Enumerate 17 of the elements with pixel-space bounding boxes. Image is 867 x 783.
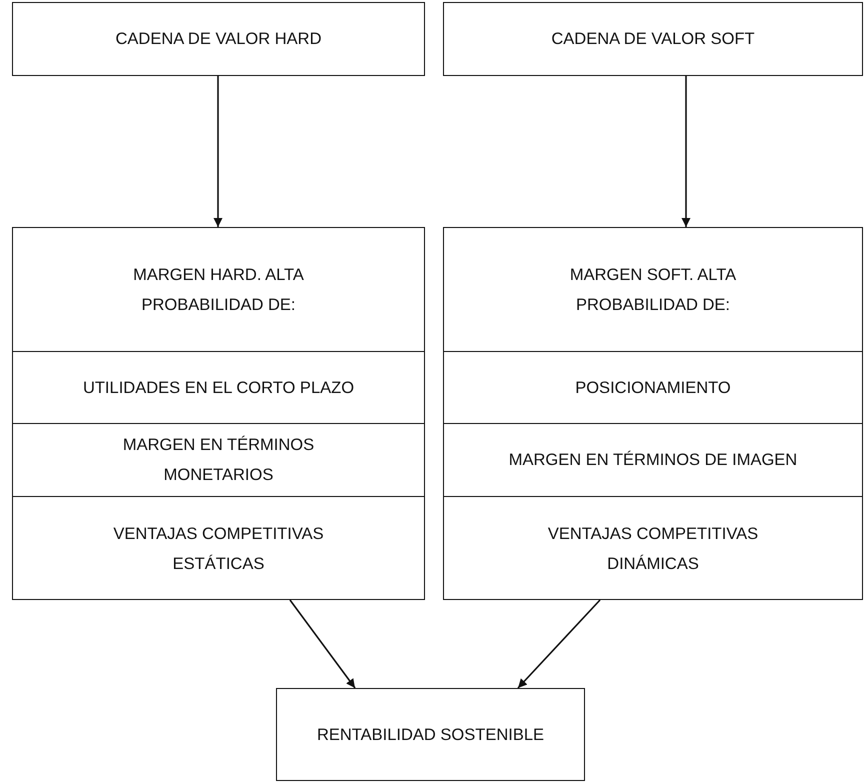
process-box: CADENA DE VALOR HARD — [12, 2, 425, 76]
list-row: VENTAJAS COMPETITIVAS DINÁMICAS — [444, 496, 862, 601]
list-row: UTILIDADES EN EL CORTO PLAZO — [13, 351, 424, 423]
process-box: CADENA DE VALOR SOFT — [443, 2, 863, 76]
arrow — [682, 76, 690, 227]
list-row: POSICIONAMIENTO — [444, 351, 862, 423]
list-row: MARGEN EN TÉRMINOS MONETARIOS — [13, 423, 424, 496]
arrow — [289, 600, 356, 688]
arrow — [517, 599, 601, 689]
box-heading: MARGEN HARD. ALTA PROBABILIDAD DE: — [132, 264, 305, 316]
list-row: MARGEN EN TÉRMINOS DE IMAGEN — [444, 423, 862, 496]
process-box — [443, 227, 863, 600]
box-heading: MARGEN SOFT. ALTA PROBABILIDAD DE: — [568, 264, 738, 316]
process-box — [12, 227, 425, 600]
arrow — [214, 76, 222, 227]
process-box: RENTABILIDAD SOSTENIBLE — [276, 688, 585, 781]
list-row: VENTAJAS COMPETITIVAS ESTÁTICAS — [13, 496, 424, 601]
